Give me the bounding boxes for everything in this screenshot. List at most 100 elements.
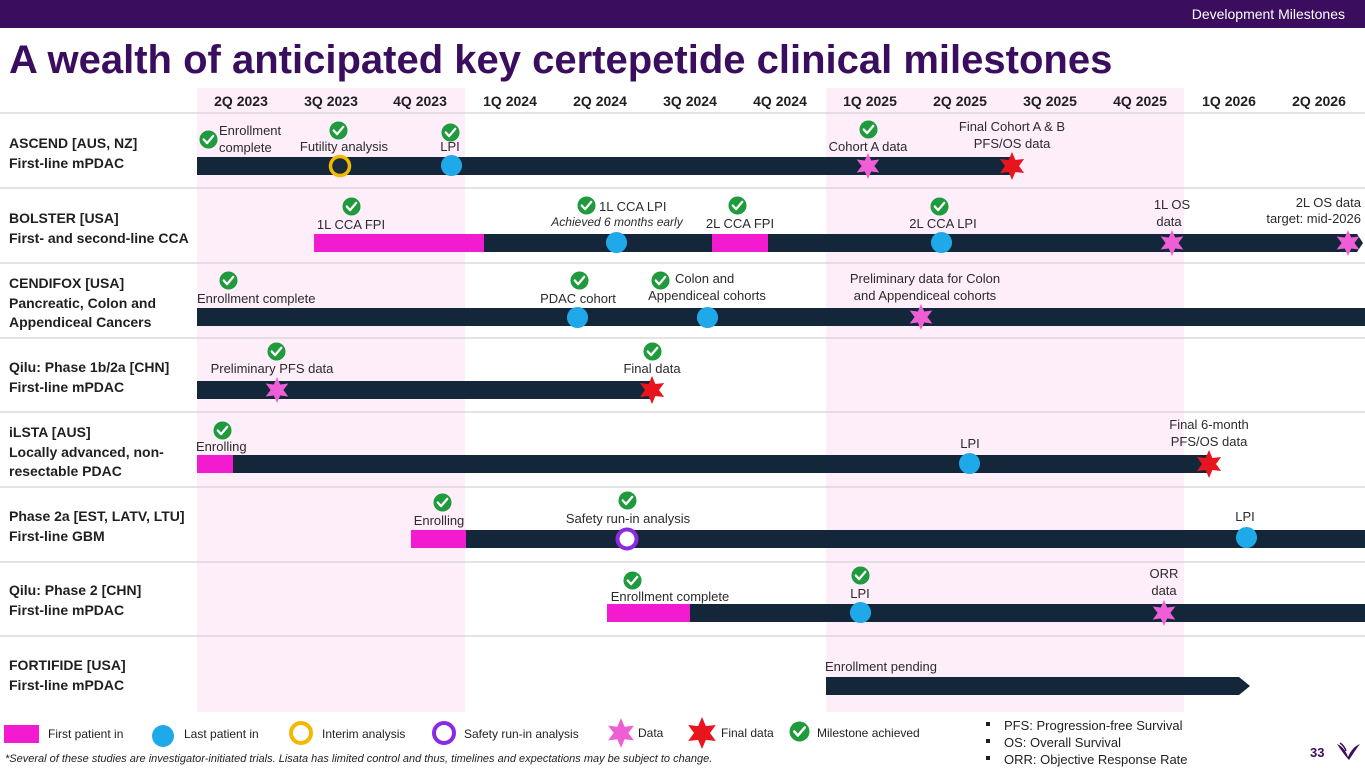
milestone-label: Cohort A data: [829, 139, 909, 154]
milestone-label: 1L OS: [1154, 197, 1191, 212]
row-separators: [0, 112, 1365, 637]
last-patient-icon: [440, 154, 463, 177]
milestone-achieved-icon: [219, 271, 238, 290]
milestone-achieved-icon: [433, 493, 452, 512]
row-ascend: ASCEND [AUS, NZ] First-line mPDAC Enroll…: [9, 119, 1065, 180]
quarter-label: 3Q 2024: [663, 93, 717, 109]
row-fortifide: FORTIFIDE [USA] First-line mPDAC Enrollm…: [9, 657, 1250, 695]
row-subtitle: resectable PDAC: [9, 463, 122, 479]
milestone-achieved-icon: [199, 130, 218, 149]
legend-safety-icon: [432, 721, 456, 745]
milestone-achieved-icon: [342, 197, 361, 216]
milestone-label: 2L OS data: [1296, 195, 1362, 210]
milestone-achieved-icon: [577, 196, 596, 215]
timeline-arrow: [1357, 234, 1363, 252]
row-subtitle: First- and second-line CCA: [9, 230, 189, 246]
quarter-label: 1Q 2024: [483, 93, 537, 109]
legend-first-patient-label: First patient in: [48, 727, 123, 741]
glossary-item: OS: Overall Survival: [1004, 735, 1121, 750]
glossary-item: PFS: Progression-free Survival: [1004, 718, 1183, 733]
milestone-label: LPI: [440, 139, 460, 154]
quarter-label: 2Q 2024: [573, 93, 627, 109]
last-patient-icon: [958, 452, 981, 475]
legend-achieved-icon: [789, 721, 810, 742]
page-title: A wealth of anticipated key certepetide …: [9, 38, 1113, 82]
timeline-bar: [197, 157, 1012, 175]
milestone-achieved-icon: [570, 271, 589, 290]
interim-analysis-icon: [328, 154, 352, 178]
glossary: PFS: Progression-free Survival OS: Overa…: [986, 718, 1188, 767]
first-patient-segment: [314, 234, 484, 252]
row-cendifox: CENDIFOX [USA] Pancreatic, Colon and App…: [9, 271, 1365, 330]
first-patient-segment: [712, 234, 768, 252]
milestone-achieved-icon: [329, 121, 348, 140]
milestone-label: target: mid-2026: [1266, 211, 1361, 226]
quarter-label: 4Q 2024: [753, 93, 807, 109]
row-title: iLSTA [AUS]: [9, 424, 91, 440]
milestone-label: PDAC cohort: [540, 291, 616, 306]
row-subtitle: First-line mPDAC: [9, 379, 124, 395]
milestone-achieved-icon: [859, 120, 878, 139]
legend-last-patient-label: Last patient in: [184, 727, 259, 741]
quarter-header: 2Q 2023 3Q 2023 4Q 2023 1Q 2024 2Q 2024 …: [214, 93, 1346, 109]
row-ilsta: iLSTA [AUS] Locally advanced, non- resec…: [9, 417, 1249, 479]
row-subtitle: First-line mPDAC: [9, 155, 124, 171]
legend-interim-icon: [289, 721, 313, 745]
quarter-label: 2Q 2025: [933, 93, 987, 109]
legend-data-label: Data: [638, 726, 664, 740]
milestone-label: LPI: [850, 586, 870, 601]
row-title: FORTIFIDE [USA]: [9, 657, 126, 673]
milestone-achieved-icon: [618, 491, 637, 510]
milestone-label: Futility analysis: [300, 139, 389, 154]
last-patient-icon: [1235, 526, 1258, 549]
timeline-bar: [411, 530, 1365, 548]
milestone-label: data: [1151, 583, 1177, 598]
quarter-label: 1Q 2026: [1202, 93, 1256, 109]
glossary-bullet: [986, 756, 990, 760]
row-subtitle: First-line GBM: [9, 528, 105, 544]
legend: First patient in Last patient in Interim…: [4, 717, 920, 749]
milestone-achieved-icon: [851, 566, 870, 585]
milestone-label: complete: [219, 140, 272, 155]
milestone-achieved-icon: [643, 342, 662, 361]
milestone-label: Preliminary data for Colon: [850, 271, 1000, 286]
milestone-label: Appendiceal cohorts: [648, 288, 766, 303]
milestone-label: Enrolling: [196, 439, 247, 454]
milestone-note: Achieved 6 months early: [550, 215, 683, 229]
page-number: 33: [1310, 745, 1324, 760]
last-patient-icon: [930, 231, 953, 254]
milestone-achieved-icon: [267, 342, 286, 361]
last-patient-icon: [696, 306, 719, 329]
glossary-bullet: [986, 739, 990, 743]
row-qilu-phase2: Qilu: Phase 2 [CHN] First-line mPDAC Enr…: [9, 566, 1365, 626]
row-title: BOLSTER [USA]: [9, 210, 119, 226]
quarter-label: 1Q 2025: [843, 93, 897, 109]
legend-final-star-icon: [688, 717, 716, 749]
milestone-label: Preliminary PFS data: [211, 361, 335, 376]
section-label: Development Milestones: [1191, 6, 1345, 22]
milestone-label: Final data: [623, 361, 681, 376]
timeline-bar: [826, 677, 1250, 695]
glossary-bullet: [986, 722, 990, 726]
milestone-label: LPI: [960, 436, 980, 451]
milestone-label: Safety run-in analysis: [566, 511, 691, 526]
milestone-label: Enrollment complete: [197, 291, 316, 306]
quarter-label: 2Q 2023: [214, 93, 268, 109]
milestone-label: PFS/OS data: [1171, 434, 1248, 449]
row-title: ASCEND [AUS, NZ]: [9, 135, 137, 151]
quarter-label: 4Q 2023: [393, 93, 447, 109]
milestone-label: 1L CCA LPI: [599, 199, 666, 214]
timeline-bar: [607, 604, 1365, 622]
highlight-band-2023: [197, 88, 465, 712]
first-patient-segment: [607, 604, 690, 622]
milestone-label: Enrollment: [219, 123, 282, 138]
row-subtitle: Pancreatic, Colon and: [9, 295, 156, 311]
milestone-label: Enrollment complete: [611, 589, 730, 604]
row-subtitle: First-line mPDAC: [9, 677, 124, 693]
timeline-bar: [197, 455, 1209, 473]
safety-run-in-icon: [615, 527, 639, 551]
row-title: Phase 2a [EST, LATV, LTU]: [9, 508, 185, 524]
milestone-achieved-icon: [213, 421, 232, 440]
row-title: Qilu: Phase 2 [CHN]: [9, 582, 141, 598]
